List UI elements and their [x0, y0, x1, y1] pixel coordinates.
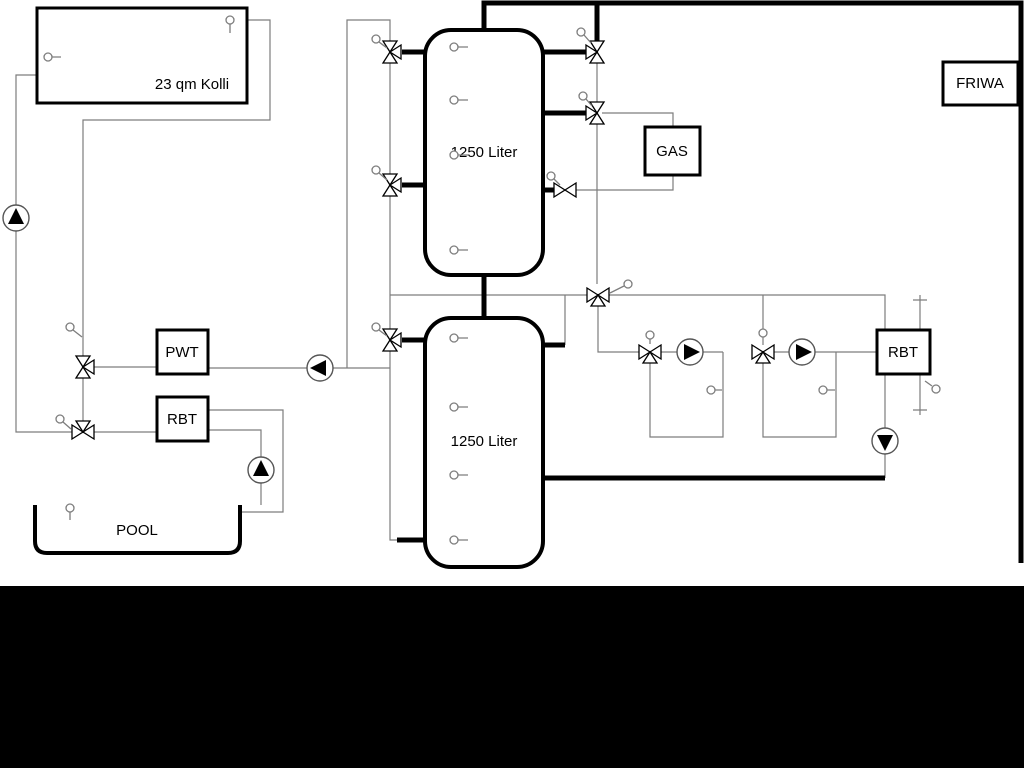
rbt-right-box — [875, 328, 932, 376]
buffer-tank-2-label: 1250 Liter — [451, 433, 518, 450]
tank2-sensor-2-icon — [449, 402, 459, 412]
pipe-gas-return — [576, 175, 674, 191]
circuit1-valve-actuator-icon — [645, 330, 655, 340]
return-valve-actuator-icon — [546, 171, 556, 181]
tank1-sensor-3-icon — [449, 150, 459, 160]
gas-boiler: GAS — [643, 125, 702, 177]
pwt-box — [155, 328, 210, 376]
pipe-dhw-header — [481, 0, 1024, 563]
letterbox-bottom — [0, 586, 1024, 768]
circuit1-sensor-icon — [706, 385, 716, 395]
rbt-right-label: RBT — [888, 344, 918, 361]
pipe-manifold-supply — [609, 294, 886, 330]
pool-sensor-icon — [65, 503, 75, 513]
buffer-tank-1: 1250 Liter — [423, 28, 545, 277]
pipes-thin — [15, 19, 927, 541]
pipe-heating-circuit-2 — [762, 295, 877, 438]
valve3-actuator-icon — [371, 322, 381, 332]
collector-sensor-top-icon — [225, 15, 235, 25]
solar-collector-box — [35, 6, 249, 105]
tank2-sensor-3-icon — [449, 470, 459, 480]
tank2-sensor-1-icon — [449, 333, 459, 343]
pool-pump-icon — [247, 456, 275, 484]
boiler-valve-actuator-icon — [578, 91, 588, 101]
pipe-manifold-x390 — [389, 63, 397, 541]
pipe-gas-supply — [602, 112, 674, 127]
charge-pump-icon — [306, 354, 334, 382]
collector-sensor-left-icon — [43, 52, 53, 62]
friwa-station: FRIWA — [941, 60, 1020, 107]
pipe-riser-left — [346, 19, 391, 368]
tank1-sensor-1-icon — [449, 42, 459, 52]
rbt-right-sensor-icon — [931, 384, 941, 394]
solar-return-sensor-icon — [65, 322, 75, 332]
sensor-stems — [52, 24, 933, 541]
rbt-right-heat-exchanger: RBT — [875, 328, 932, 376]
pool: POOL — [33, 505, 242, 555]
valve2-actuator-icon — [371, 165, 381, 175]
solar-collector-label: 23 qm Kolli — [155, 76, 229, 93]
pwt-label: PWT — [165, 344, 198, 361]
header-valve-actuator-icon — [576, 27, 586, 37]
solar-collector: 23 qm Kolli — [35, 6, 249, 105]
tank2-sensor-4-icon — [449, 535, 459, 545]
tank-stubs-left — [402, 49, 426, 343]
buffer-tank-1-body — [423, 28, 545, 277]
valve1-actuator-icon — [371, 34, 381, 44]
rbt-left-label: RBT — [167, 411, 197, 428]
pipe-heating-circuit-1 — [597, 306, 724, 438]
pwt-heat-exchanger: PWT — [155, 328, 210, 376]
circuit2-sensor-icon — [818, 385, 828, 395]
circuit1-pump-icon — [676, 338, 704, 366]
buffer-tank-1-label: 1250 Liter — [451, 144, 518, 161]
pool-label: POOL — [116, 522, 158, 539]
circuit2-pump-icon — [788, 338, 816, 366]
manifold-valve-actuator-icon — [623, 279, 633, 289]
buffer-tank-2: 1250 Liter — [423, 316, 545, 569]
pipe-collector-supply — [82, 19, 271, 356]
gas-boiler-box — [643, 125, 702, 177]
pipe-crossover — [390, 294, 587, 345]
solar-pump-icon — [2, 204, 30, 232]
friwa-label: FRIWA — [956, 75, 1004, 92]
buffer-tank-2-body — [423, 316, 545, 569]
pool-basin — [33, 505, 242, 555]
pool-loop-sensor-icon — [55, 414, 65, 424]
tank1-sensor-2-icon — [449, 95, 459, 105]
tank1-sensor-4-icon — [449, 245, 459, 255]
pipes-thick — [397, 0, 1024, 563]
circuit2-valve-actuator-icon — [758, 328, 768, 338]
rbt-left-heat-exchanger: RBT — [155, 395, 210, 443]
pipe-collector-return — [15, 74, 72, 433]
friwa-box — [941, 60, 1020, 107]
rbt-right-pump-icon — [871, 427, 899, 455]
pipe-pool-return — [208, 409, 284, 513]
rbt-left-box — [155, 395, 210, 443]
sensors — [43, 15, 941, 545]
gas-boiler-label: GAS — [656, 143, 688, 160]
